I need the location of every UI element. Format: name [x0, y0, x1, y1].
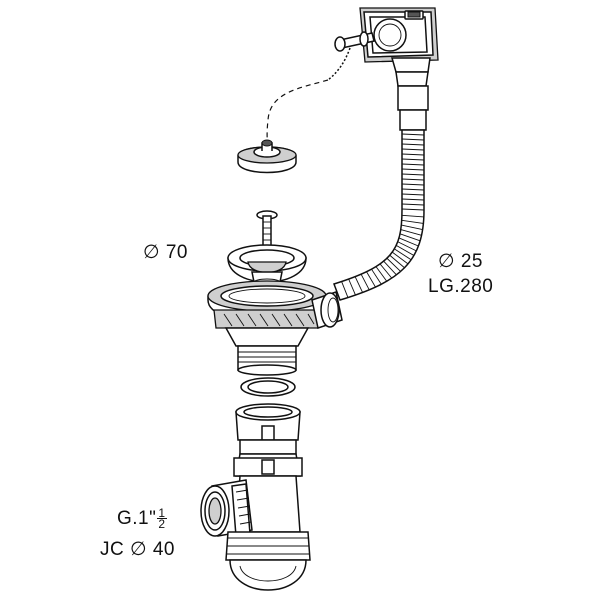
hose-rib	[341, 281, 349, 298]
hose-rib	[348, 278, 356, 296]
hose-rib	[401, 158, 425, 161]
hose-rib	[391, 251, 409, 265]
overflow-connector	[311, 291, 343, 329]
hose-rib	[401, 183, 425, 186]
waste-body	[207, 280, 327, 376]
hose-rib	[401, 133, 425, 136]
overflow-hose	[333, 85, 429, 301]
hose-rib	[401, 143, 425, 146]
bottle-trap	[200, 403, 311, 591]
hose-rib	[394, 248, 412, 261]
hose-rib	[401, 148, 425, 151]
fraction-numerator: 1	[157, 506, 167, 520]
hose-rib	[401, 138, 425, 141]
hose-rib	[397, 241, 417, 252]
overflow-diameter-label: ∅ 25	[438, 250, 483, 273]
hose-rib	[398, 237, 419, 247]
overflow-length-label: LG.280	[428, 276, 494, 297]
hose-rib	[386, 257, 401, 272]
hose-rib	[401, 203, 425, 206]
sink-plug	[237, 139, 297, 174]
hose-rib	[375, 266, 388, 282]
hose-rib	[401, 188, 425, 191]
thread-size-prefix: G.1"	[117, 508, 157, 529]
diameter-symbol: ∅	[143, 242, 161, 263]
overflow-bolt	[334, 31, 375, 52]
hose-rib	[401, 208, 425, 211]
side-outlet	[200, 479, 253, 537]
hose-rib	[354, 276, 363, 293]
strainer-diameter-value: 70	[165, 242, 188, 263]
diameter-symbol: ∅	[438, 251, 456, 272]
overflow-diameter-value: 25	[460, 251, 483, 272]
diameter-symbol: ∅	[130, 539, 148, 560]
hose-rib	[389, 254, 405, 269]
hose-rib	[366, 271, 376, 288]
hose-rib	[401, 224, 423, 231]
centre-screw	[256, 210, 278, 247]
joint-diameter-label: JC ∅ 40	[100, 538, 175, 561]
hose-rib	[360, 274, 370, 291]
plug-chain	[264, 47, 351, 154]
joint-diameter-value: 40	[152, 539, 175, 560]
strainer-flange	[227, 244, 307, 286]
hose-rib	[401, 219, 424, 224]
hose-rib	[400, 229, 422, 236]
hose-rib	[399, 233, 421, 242]
hose-rib	[401, 198, 425, 201]
hose-rib	[401, 193, 425, 196]
hose-rib	[379, 263, 393, 279]
hose-rib	[401, 214, 424, 218]
hose-rib	[371, 268, 382, 285]
sealing-washer	[240, 377, 296, 397]
joint-prefix: JC	[100, 539, 125, 560]
fraction-denominator: 2	[158, 517, 166, 531]
hose-rib	[401, 153, 425, 156]
overflow-plate	[359, 7, 439, 87]
hose-rib	[395, 244, 415, 256]
hose-rib	[383, 260, 397, 276]
hose-rib	[401, 168, 425, 171]
strainer-diameter-label: ∅ 70	[143, 241, 188, 264]
hose-rib	[401, 173, 425, 176]
hose-rib	[401, 163, 425, 166]
hose-rib	[401, 178, 425, 181]
